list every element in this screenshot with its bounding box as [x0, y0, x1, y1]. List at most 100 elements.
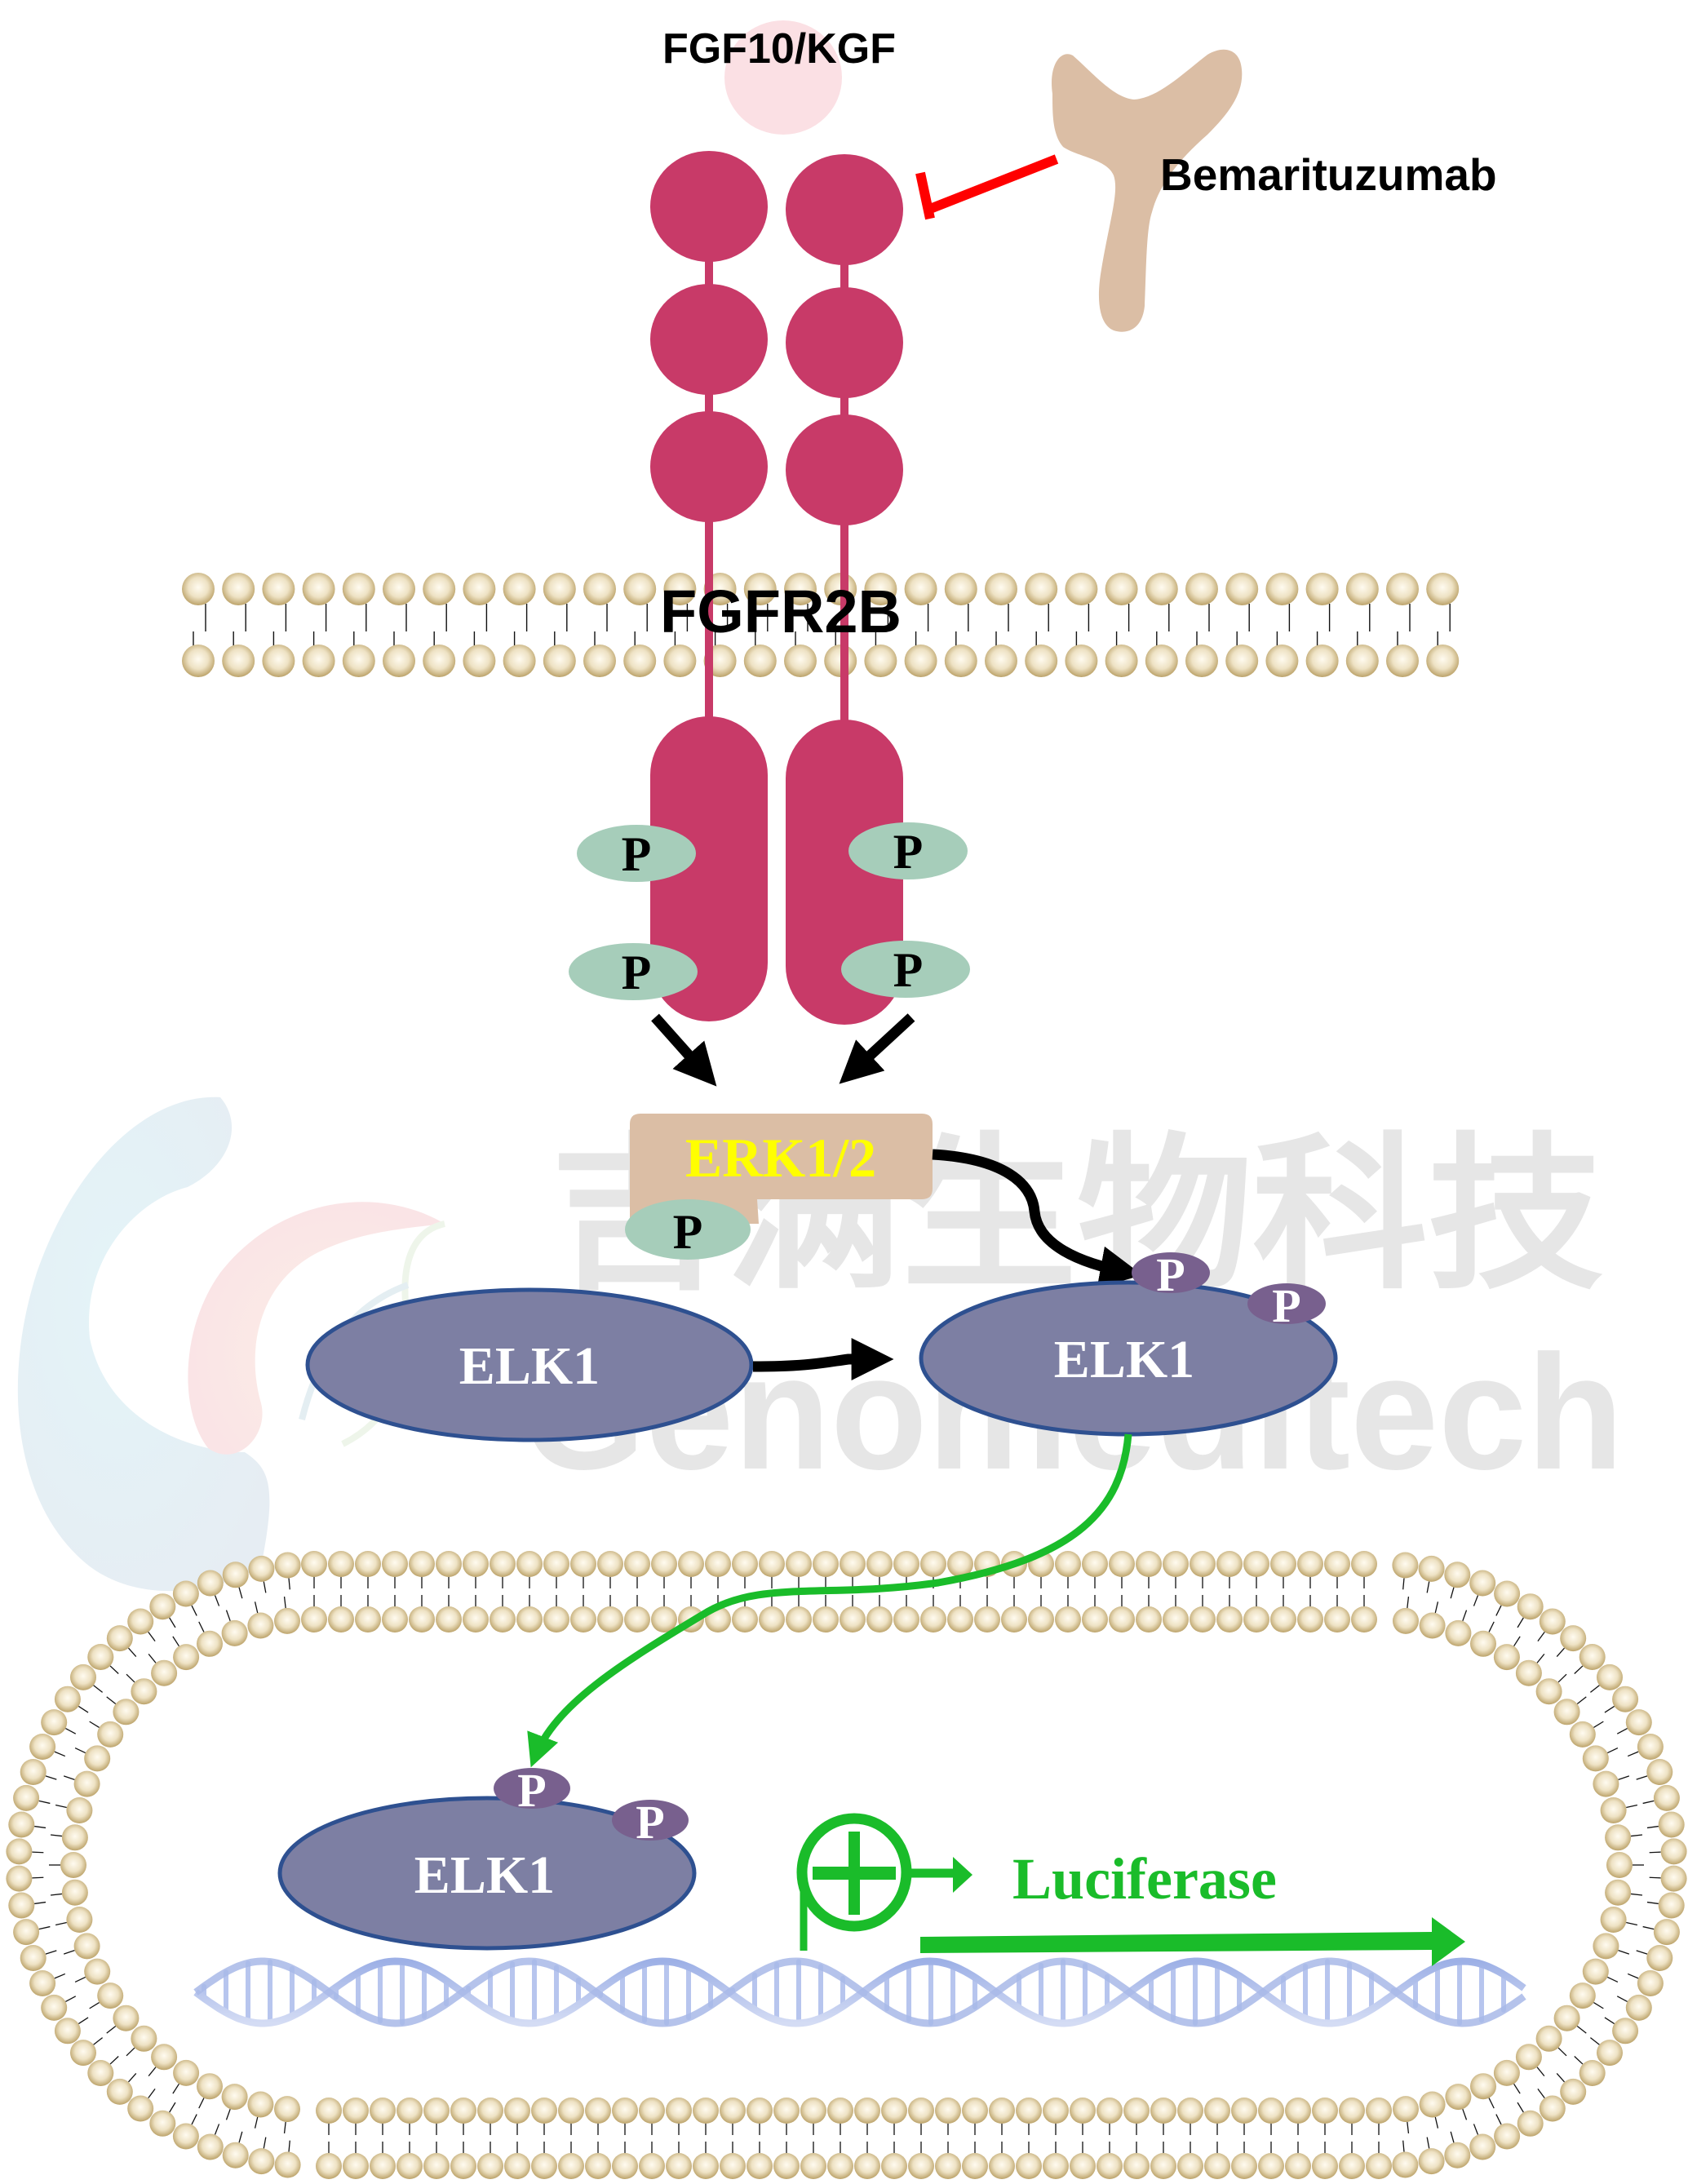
lipid-head [463, 573, 496, 605]
phospho-site: P [612, 1796, 689, 1849]
receptor-ig-domain [650, 151, 768, 262]
lipid-head [1646, 1945, 1673, 1971]
lipid-head [1445, 2084, 1472, 2111]
lipid-head [1658, 1892, 1685, 1919]
lipid-head [1097, 2153, 1123, 2179]
dna-strand [193, 1957, 1526, 2027]
lipid-head [1593, 1770, 1619, 1797]
lipid-head [423, 2098, 450, 2124]
lipid-head [436, 1606, 462, 1632]
lipid-head [1569, 1721, 1596, 1748]
lipid-head [197, 2133, 224, 2160]
lipid-head [1324, 1551, 1350, 1577]
lipid-head [197, 1570, 224, 1597]
lipid-head [222, 573, 255, 605]
lipid-head [516, 1551, 543, 1577]
lipid-head [370, 2153, 396, 2179]
receptor-ig-domain [650, 284, 768, 395]
lipid-head [1339, 2153, 1365, 2179]
phosphorylation-arrow [932, 1149, 1143, 1288]
lipid-head [827, 2153, 853, 2179]
lipid-head [66, 1797, 93, 1823]
lipid-head [1204, 2153, 1230, 2179]
lipid-head [1216, 1606, 1243, 1632]
lipid-head [248, 1555, 275, 1582]
svg-text:P: P [673, 1205, 703, 1259]
promoter-icon [796, 1813, 972, 1951]
lipid-head [6, 1838, 33, 1865]
lipid-head [262, 645, 295, 677]
lipid-head [1297, 1606, 1323, 1632]
lipid-head [1109, 1551, 1135, 1577]
lipid-head [612, 2098, 638, 2124]
lipid-head [962, 2153, 988, 2179]
lipid-head [70, 1663, 96, 1690]
lipid-head [800, 2153, 826, 2179]
dna-helix [193, 1957, 1526, 2027]
lipid-head [666, 2098, 692, 2124]
lipid-head [786, 1551, 812, 1577]
lipid-head [1312, 2098, 1338, 2124]
lipid-head [29, 1734, 56, 1760]
lipid-head [1597, 1663, 1623, 1690]
lipid-head [639, 2098, 665, 2124]
lipid-head [663, 573, 697, 605]
lipid-head [450, 2153, 476, 2179]
lipid-head [1070, 2153, 1096, 2179]
receptor-ig-domain [650, 411, 768, 522]
lipid-head [1582, 1745, 1609, 1772]
translocation-arrow [527, 1433, 1132, 1768]
lipid-head [908, 2153, 934, 2179]
lipid-head [343, 2153, 369, 2179]
lipid-head [1190, 1551, 1216, 1577]
lipid-head [1444, 2142, 1471, 2168]
elk1-inactive: ELK1 [305, 1287, 754, 1442]
lipid-head [41, 1994, 68, 2021]
lipid-head [60, 1852, 86, 1878]
lipid-head [1392, 1552, 1419, 1579]
lipid-head [597, 1606, 623, 1632]
lipid-head [13, 1919, 40, 1946]
lipid-head [423, 573, 456, 605]
lipid-head [1163, 1606, 1189, 1632]
lipid-head [316, 2098, 342, 2124]
lipid-head [1600, 1797, 1627, 1823]
ligand-label: FGF10/KGF [662, 25, 896, 73]
lipid-head [1163, 1551, 1189, 1577]
lipid-head [1258, 2098, 1284, 2124]
lipid-head [197, 1630, 223, 1657]
lipid-head [747, 2153, 773, 2179]
elk1-label: ELK1 [1054, 1330, 1194, 1389]
lipid-head [1216, 1551, 1243, 1577]
lipid-head [854, 2153, 880, 2179]
lipid-head [61, 1879, 88, 1906]
lipid-head [840, 1551, 866, 1577]
lipid-head [1285, 2153, 1311, 2179]
phospho-site: P [494, 1764, 570, 1817]
lipid-head [1136, 1606, 1162, 1632]
lipid-head [1553, 2005, 1580, 2031]
lipid-head [382, 1551, 408, 1577]
lipid-head [1469, 1570, 1496, 1597]
lipid-head [1419, 2091, 1446, 2118]
lipid-head [29, 1970, 56, 1996]
lipid-head [1150, 2153, 1176, 2179]
lipid-head [1225, 573, 1259, 605]
lipid-head [1612, 2018, 1639, 2044]
lipid-head [1190, 1606, 1216, 1632]
elk1-phosphorylated-cytoplasm: ELK1 P P [919, 1248, 1338, 1437]
lipid-head [248, 2148, 275, 2175]
lipid-head [743, 645, 777, 677]
lipid-head [935, 2098, 961, 2124]
lipid-head [1025, 573, 1058, 605]
lipid-head [106, 1625, 133, 1652]
lipid-head [87, 1644, 114, 1670]
lipid-head [127, 1608, 154, 1635]
lipid-head [759, 1606, 785, 1632]
lipid-head [624, 1551, 650, 1577]
lipid-head [1270, 1551, 1296, 1577]
phospho-site: P [848, 822, 968, 879]
lipid-head [1426, 645, 1460, 677]
lipid-head [1445, 1619, 1472, 1646]
lipid-head [172, 2123, 199, 2150]
